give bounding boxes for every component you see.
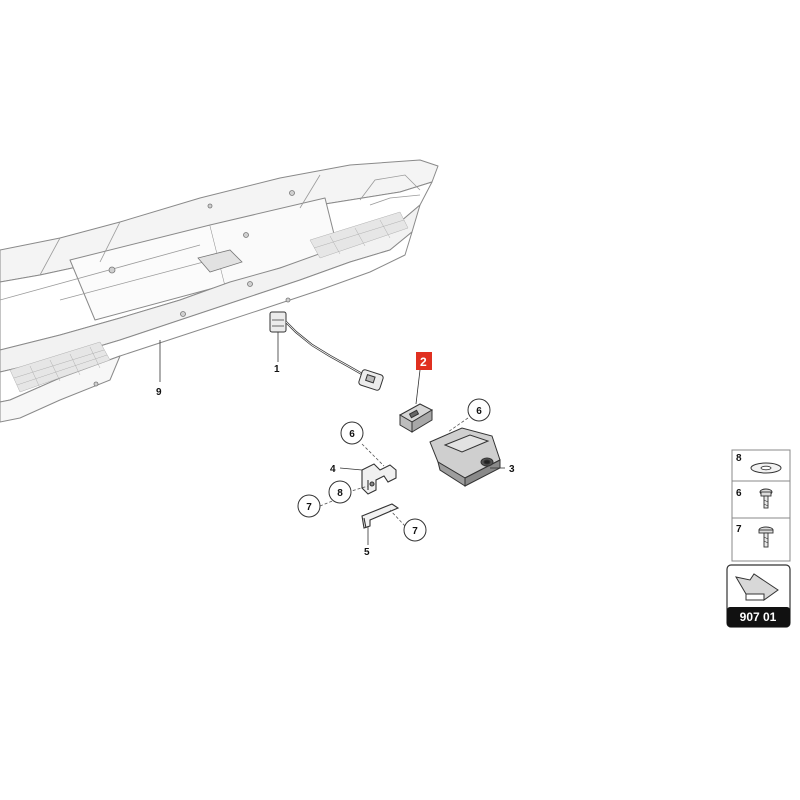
screw-icon xyxy=(759,488,773,509)
callout-4: 4 xyxy=(330,464,336,475)
camera-housing xyxy=(429,427,501,487)
callout-2-highlight xyxy=(416,352,432,370)
callout-9: 9 xyxy=(156,387,162,398)
hardware-legend: 8 6 7 xyxy=(731,449,791,562)
bumper-mesh xyxy=(9,211,409,393)
legend-number-6: 6 xyxy=(736,488,742,499)
page-code: 907 01 xyxy=(740,610,777,624)
circle-callout-6b: 6 xyxy=(467,398,491,422)
page-code-box: 907 01 xyxy=(726,564,791,628)
sensor-module xyxy=(398,403,434,433)
bumper-details xyxy=(0,174,421,301)
circle-callout-7b: 7 xyxy=(403,518,427,542)
callout-5: 5 xyxy=(364,547,370,558)
callout-3: 3 xyxy=(509,464,515,475)
leader-lines xyxy=(159,332,505,545)
circle-callout-7a: 7 xyxy=(297,494,321,518)
washer-icon xyxy=(750,462,782,474)
sensor-with-cable xyxy=(269,311,384,391)
circle-callout-8: 8 xyxy=(328,480,352,504)
clip xyxy=(361,503,400,529)
screw-icon xyxy=(758,526,774,548)
bumper-fixtures xyxy=(93,190,295,387)
svg-text:7: 7 xyxy=(412,526,418,537)
dashed-leaders xyxy=(319,417,469,527)
svg-text:6: 6 xyxy=(476,406,482,417)
legend-number-8: 8 xyxy=(736,453,742,464)
svg-text:8: 8 xyxy=(337,488,343,499)
arrow-icon xyxy=(734,573,779,601)
mounting-bracket xyxy=(361,463,397,495)
circle-callout-6a: 6 xyxy=(340,421,364,445)
callout-1: 1 xyxy=(274,364,280,375)
svg-text:6: 6 xyxy=(349,429,355,440)
callout-2: 2 xyxy=(420,355,427,369)
svg-text:7: 7 xyxy=(306,502,312,513)
legend-number-7: 7 xyxy=(736,524,742,535)
